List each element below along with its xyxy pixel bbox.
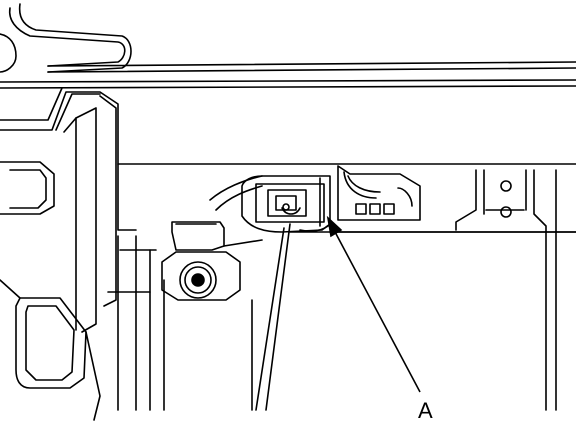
left-channel [55, 93, 137, 333]
bolt [179, 261, 217, 299]
lower-structure [251, 231, 576, 411]
center-cable [255, 223, 329, 411]
right-component-cluster [337, 165, 421, 221]
callout-label: A [418, 398, 433, 423]
main-panel [0, 87, 576, 215]
lower-left-bracket [0, 279, 101, 421]
right-rail-assembly [455, 169, 557, 411]
connector-housing [241, 175, 331, 233]
callout-arrow [326, 215, 421, 393]
upper-rail [0, 61, 576, 89]
mounting-bracket [161, 175, 263, 301]
left-support-posts [107, 235, 165, 411]
bent-wire-bracket [0, 3, 132, 73]
